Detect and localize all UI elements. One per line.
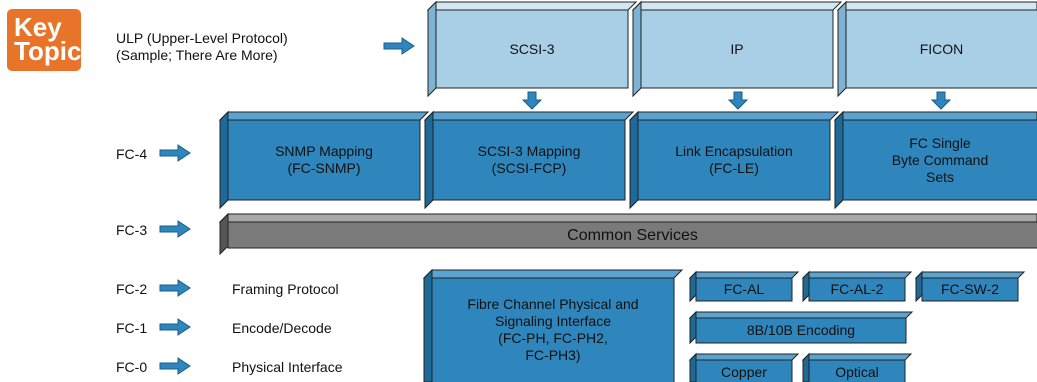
- key-topic-line1: Key: [14, 12, 62, 42]
- ulp-box-ficon-label: FICON: [919, 40, 964, 57]
- ulp-box-ip: [631, 0, 843, 98]
- down-arrow-scsi3: [522, 91, 542, 110]
- fc2-desc: Framing Protocol: [232, 281, 339, 297]
- ulp-arrow-icon: [383, 37, 415, 55]
- fc0-desc: Physical Interface: [232, 359, 343, 375]
- physical-interface-label: Fibre Channel Physical and Signaling Int…: [467, 296, 639, 363]
- fc-sw-2-box: [914, 270, 1026, 303]
- encoding-label: 8B/10B Encoding: [746, 322, 856, 338]
- optical-label: Optical: [835, 363, 879, 380]
- down-arrow-ficon: [931, 91, 951, 110]
- fc3-common-services-bar: [218, 212, 1037, 256]
- ulp-box-ip-label: IP: [730, 40, 744, 57]
- fc0-label: FC-0: [116, 359, 148, 375]
- fc4-scsi-fcp-label: SCSI-3 Mapping (SCSI-FCP): [477, 143, 581, 176]
- fc-al-2-box: [801, 270, 913, 303]
- ulp-label-line1: ULP (Upper-Level Protocol): [116, 30, 288, 46]
- fc-al-box: [688, 270, 800, 303]
- fc1-arrow-icon: [159, 318, 191, 336]
- key-topic-line2: Topic: [14, 36, 82, 66]
- ulp-box-scsi3: [426, 0, 638, 98]
- fc4-label: FC-4: [116, 146, 148, 162]
- fc-al-2-label: FC-AL-2: [830, 281, 884, 297]
- copper-box: [688, 352, 800, 382]
- ulp-label-line2: (Sample; There Are More): [116, 47, 278, 63]
- fc2-arrow-icon: [159, 279, 191, 297]
- fc1-desc: Encode/Decode: [232, 320, 332, 336]
- fc4-fc-sb-label: FC Single Byte Command Sets: [891, 134, 989, 185]
- copper-label: Copper: [721, 363, 767, 380]
- fc4-box-fc-sb: [833, 110, 1037, 210]
- fc-sw-2-label: FC-SW-2: [940, 281, 1000, 297]
- fc3-arrow-icon: [159, 220, 191, 238]
- fc1-label: FC-1: [116, 320, 148, 336]
- fc4-fc-le-label: Link Encapsulation (FC-LE): [675, 143, 793, 176]
- key-topic-badge: Key Topic: [7, 9, 81, 71]
- down-arrow-ip: [728, 91, 748, 110]
- encoding-box: [688, 310, 914, 345]
- fc4-box-fc-le: [628, 110, 840, 210]
- optical-box: [801, 352, 913, 382]
- fc2-label: FC-2: [116, 281, 148, 297]
- fc4-box-scsi-fcp: [423, 110, 635, 210]
- common-services-label: Common Services: [567, 226, 698, 244]
- fc3-label: FC-3: [116, 222, 148, 238]
- fc4-snmp-label: SNMP Mapping (FC-SNMP): [275, 143, 373, 176]
- fc4-arrow-icon: [159, 144, 191, 162]
- ulp-box-ficon: [836, 0, 1037, 98]
- fc4-box-snmp: [218, 110, 430, 210]
- physical-interface-box: [422, 268, 684, 382]
- fc-al-label: FC-AL: [723, 281, 765, 297]
- fc0-arrow-icon: [159, 357, 191, 375]
- ulp-box-scsi3-label: SCSI-3: [509, 40, 555, 57]
